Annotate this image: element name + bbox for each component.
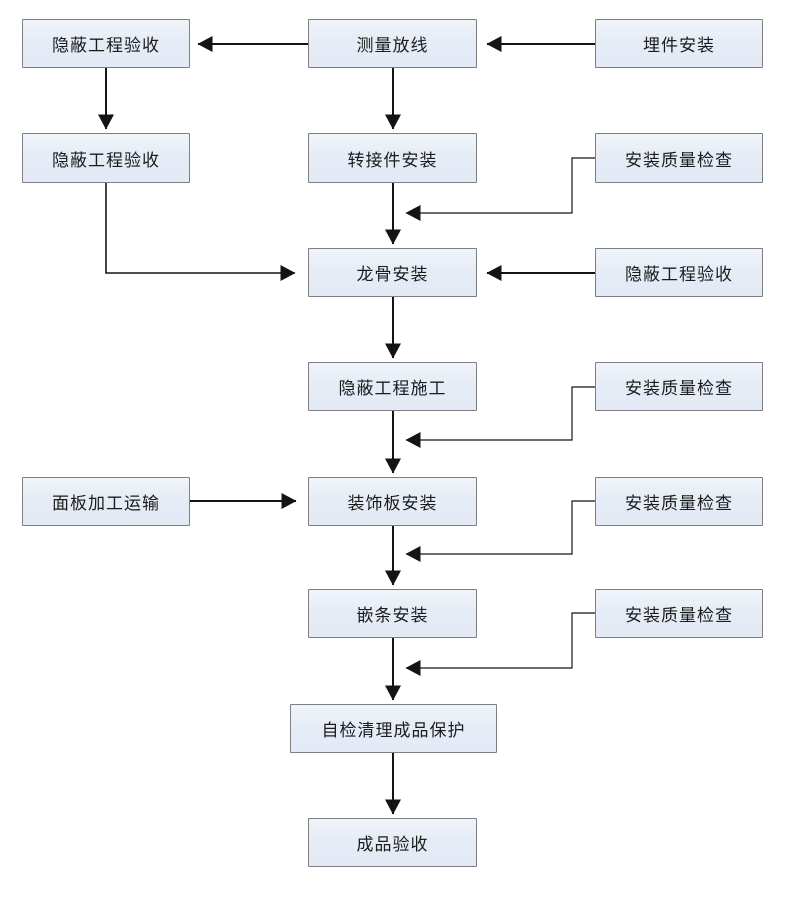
node-decorative-panel-install: 装饰板安装 — [308, 477, 477, 526]
node-adapter-install: 转接件安装 — [308, 133, 477, 183]
node-concealed-work-construction: 隐蔽工程施工 — [308, 362, 477, 411]
node-keel-install: 龙骨安装 — [308, 248, 477, 297]
node-survey-layout: 测量放线 — [308, 19, 477, 68]
node-self-check-cleanup-protection: 自检清理成品保护 — [290, 704, 497, 753]
arrow-concealed-acceptance-2-elbow-to-keel — [105, 183, 296, 281]
node-embedded-parts-install: 埋件安装 — [595, 19, 763, 68]
node-panel-processing-transport: 面板加工运输 — [22, 477, 190, 526]
node-finished-product-acceptance: 成品验收 — [308, 818, 477, 867]
node-install-quality-check-2: 安装质量检查 — [595, 362, 763, 411]
node-install-quality-check-4: 安装质量检查 — [595, 589, 763, 638]
node-concealed-work-acceptance-1: 隐蔽工程验收 — [22, 19, 190, 68]
node-install-quality-check-1: 安装质量检查 — [595, 133, 763, 183]
node-trim-strip-install: 嵌条安装 — [308, 589, 477, 638]
node-install-quality-check-3: 安装质量检查 — [595, 477, 763, 526]
node-concealed-work-acceptance-2: 隐蔽工程验收 — [22, 133, 190, 183]
node-concealed-work-acceptance-3: 隐蔽工程验收 — [595, 248, 763, 297]
